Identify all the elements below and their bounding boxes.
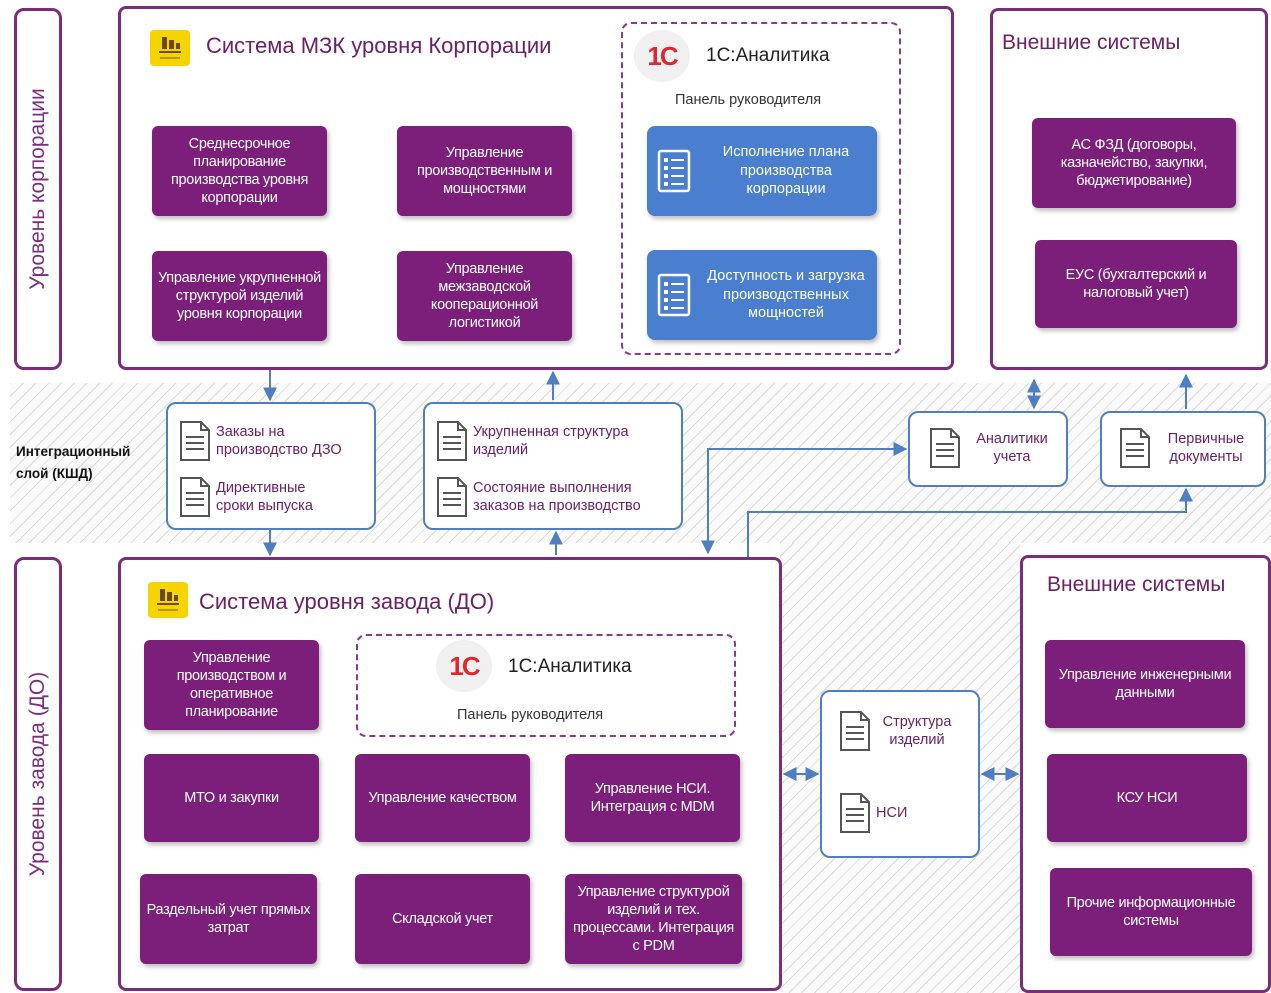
corp-level-text: Уровень корпорации (26, 88, 49, 290)
integration-group-structure: Укрупненная структура изделий Состояние … (423, 402, 683, 530)
integration-group-primary: Первичные документы (1100, 411, 1266, 487)
integration-doc-orders-label: Заказы на производство ДЗО (216, 423, 342, 458)
integration-doc-deadlines-label: Директивные сроки выпуска (216, 479, 313, 514)
plant-external-box-engineering: Управление инженерными данными (1045, 640, 1245, 728)
plant-box-mto: МТО и закупки (144, 754, 319, 842)
list-icon (657, 273, 691, 317)
plant-doc-nsi: НСИ (838, 792, 907, 834)
plant-external-box-ksu: КСУ НСИ (1047, 754, 1247, 842)
yellow-system-logo-icon (150, 30, 190, 66)
integration-doc-analytics: Аналитики учета (928, 427, 1058, 469)
plant-box-costs: Раздельный учет прямых затрат (140, 874, 317, 964)
list-icon (657, 149, 691, 193)
integration-doc-status: Состояние выполнения заказов на производ… (435, 476, 683, 518)
corp-analytics-title: 1С:Аналитика (706, 45, 830, 66)
document-icon (437, 421, 467, 461)
document-icon (180, 477, 210, 517)
plant-box-production: Управление производством и оперативное п… (144, 640, 319, 730)
integration-group-orders: Заказы на производство ДЗО Директивные с… (166, 402, 376, 530)
plant-doc-nsi-label: НСИ (876, 804, 908, 821)
corp-box-planning: Среднесрочное планирование производства … (152, 126, 327, 216)
integration-doc-primary-label: Первичные документы (1167, 430, 1245, 465)
integration-doc-deadlines: Директивные сроки выпуска (178, 476, 346, 518)
corp-box-capacity: Управление производственным и мощностями (397, 126, 572, 216)
corp-box-logistics: Управление межзаводской кооперационной л… (397, 251, 572, 341)
integration-doc-primary: Первичные документы (1118, 427, 1256, 469)
plant-box-warehouse: Складской учет (355, 874, 530, 964)
onec-logo-icon: 1С (436, 640, 492, 692)
corp-external-box-eus: ЕУС (бухгалтерский и налоговый учет) (1035, 240, 1237, 328)
plant-system-title: Система уровня завода (ДО) (199, 589, 495, 614)
corp-level-label: Уровень корпорации (14, 8, 62, 370)
plant-level-text: Уровень завода (ДО) (26, 671, 49, 877)
plant-analytics-panel (356, 634, 736, 737)
yellow-system-logo-icon (148, 582, 188, 618)
document-icon (180, 421, 210, 461)
document-icon (1120, 428, 1150, 468)
plant-integration-group: Структура изделий НСИ (820, 690, 980, 858)
integration-layer-label: Интеграционный слой (КШД) (16, 444, 131, 481)
corp-analytics-item-capacity: Доступность и загрузка производственных … (647, 250, 877, 340)
document-icon (930, 428, 960, 468)
plant-box-pdm: Управление структурой изделий и тех. про… (565, 874, 742, 964)
corp-analytics-item-plan-text: Исполнение плана производства корпорации (722, 143, 850, 198)
integration-doc-analytics-label: Аналитики учета (976, 430, 1048, 465)
plant-external-title: Внешние системы (1047, 573, 1226, 596)
plant-box-quality: Управление качеством (355, 754, 530, 842)
document-icon (840, 793, 870, 833)
document-icon (840, 711, 870, 751)
corp-box-structure: Управление укрупненной структурой издели… (152, 251, 327, 341)
plant-external-box-other: Прочие информационные системы (1050, 868, 1252, 956)
corp-analytics-item-plan: Исполнение плана производства корпорации (647, 126, 877, 216)
corp-external-box-fzd: АС ФЗД (договоры, казначейство, закупки,… (1032, 118, 1236, 208)
integration-doc-structure-label: Укрупненная структура изделий (473, 423, 629, 458)
corp-analytics-subtitle: Панель руководителя (675, 92, 822, 108)
integration-doc-status-label: Состояние выполнения заказов на производ… (473, 479, 641, 514)
integration-doc-structure: Укрупненная структура изделий (435, 420, 673, 462)
plant-box-nsi: Управление НСИ. Интеграция с MDM (565, 754, 740, 842)
document-icon (437, 477, 467, 517)
onec-logo-icon: 1С (634, 30, 690, 82)
plant-level-label: Уровень завода (ДО) (14, 557, 62, 991)
integration-doc-orders: Заказы на производство ДЗО (178, 420, 366, 462)
plant-analytics-title: 1С:Аналитика (508, 656, 632, 677)
integration-group-analytics: Аналитики учета (908, 411, 1068, 487)
corp-external-title: Внешние системы (1002, 31, 1181, 54)
plant-doc-structure: Структура изделий (838, 710, 958, 752)
corp-system-title: Система МЗК уровня Корпорации (206, 33, 552, 58)
plant-analytics-subtitle: Панель руководителя (457, 707, 604, 723)
corp-analytics-item-capacity-text: Доступность и загрузка производственных … (707, 267, 865, 322)
plant-doc-structure-label: Структура изделий (882, 713, 952, 748)
